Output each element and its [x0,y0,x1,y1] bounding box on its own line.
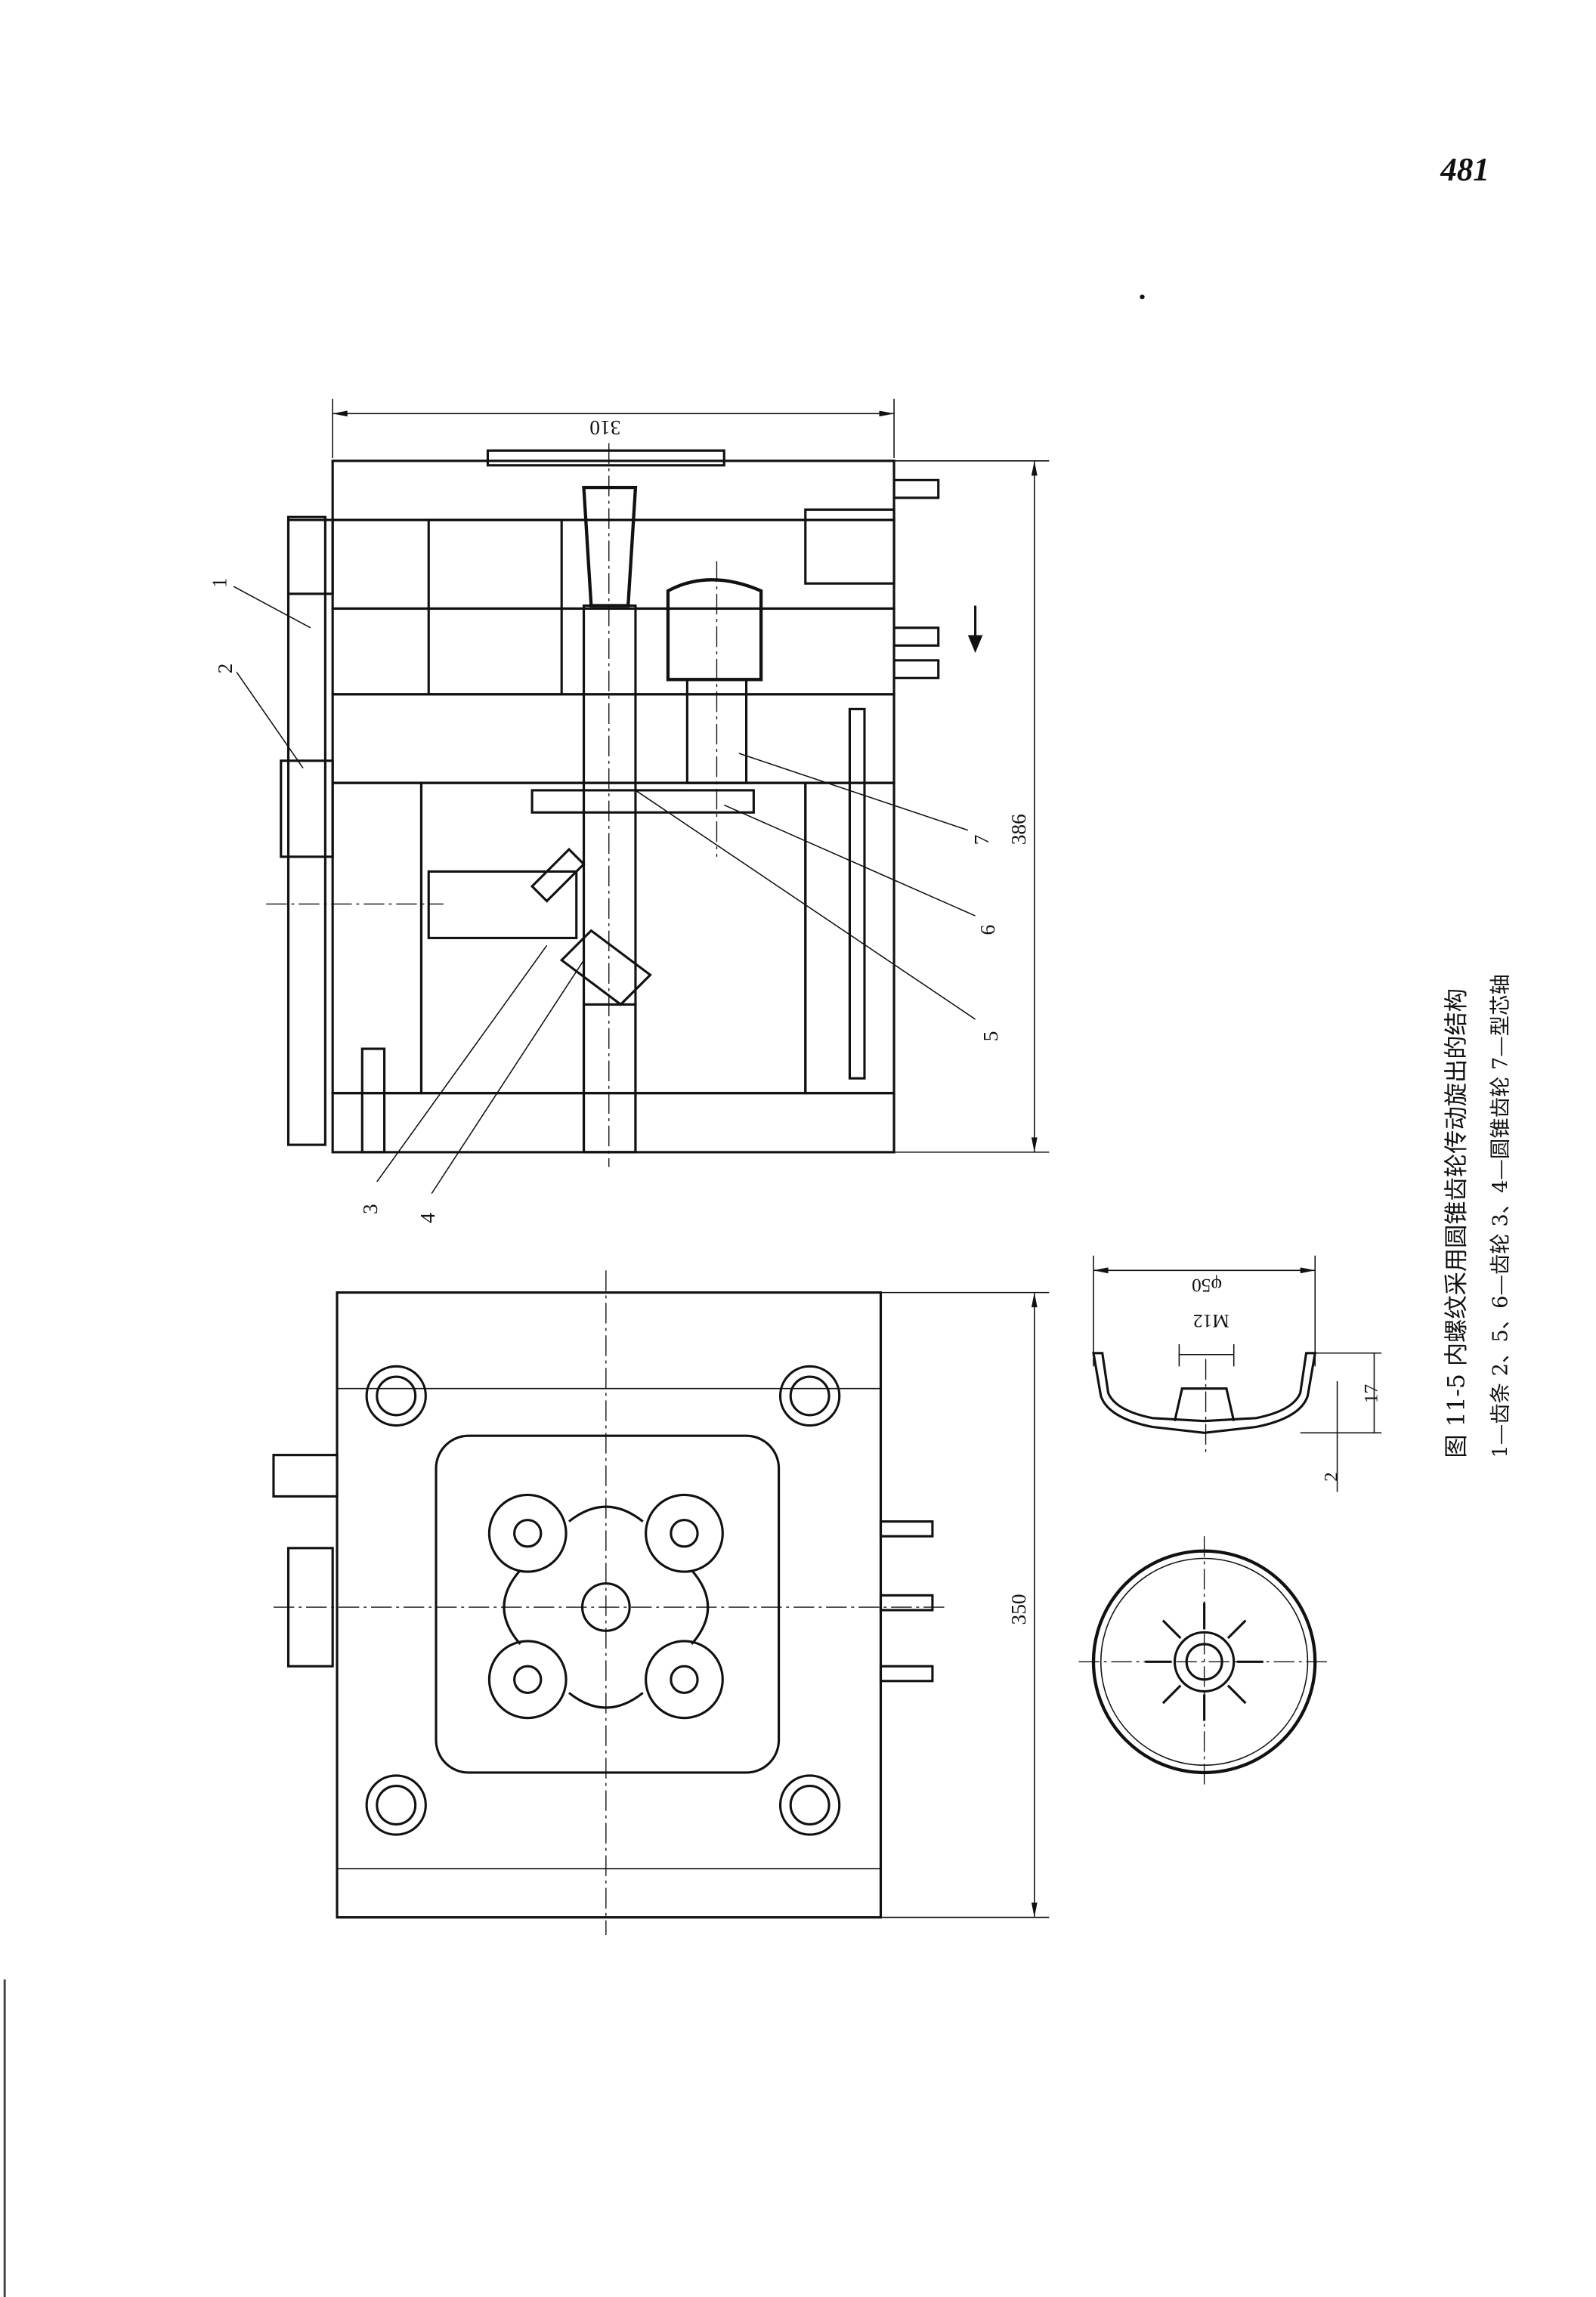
scan-speck [1140,294,1145,300]
figure-caption-legend: 1—齿条 2、5、6—齿轮 3、4—圆锥齿轮 7—型芯轴 [1489,974,1512,1458]
part-label-2: 2 [214,663,237,674]
figure-caption-title: 图 11-5 内螺纹采用圆锥齿轮传动旋出的结构 [1443,988,1471,1458]
thread-m12: M12 [1193,1310,1229,1331]
mold-plan-view: 350 [272,1270,1050,1936]
dimension-17: 17 [1360,1384,1381,1403]
page-number: 481 [1440,153,1489,188]
part-top-view [1078,1536,1330,1788]
dimension-310: 310 [589,416,620,439]
part-label-5: 5 [979,1031,1002,1042]
water-fitting [892,478,940,679]
part-label-1: 1 [208,577,230,588]
part-label-6: 6 [976,925,999,935]
part-section-view: φ50 M12 17 2 [1092,1255,1381,1492]
part-label-3: 3 [359,1204,382,1214]
guide-pin-hole [365,1365,841,1836]
part-label-4: 4 [416,1213,439,1223]
dimension-386: 386 [1007,814,1030,845]
cavity [487,1493,724,1720]
dimension-2: 2 [1321,1472,1342,1482]
dimension-diameter-50: φ50 [1192,1275,1222,1296]
part-label-7: 7 [970,835,993,846]
mold-section-view: 310 [208,398,1050,1223]
dimension-350: 350 [1007,1594,1030,1625]
